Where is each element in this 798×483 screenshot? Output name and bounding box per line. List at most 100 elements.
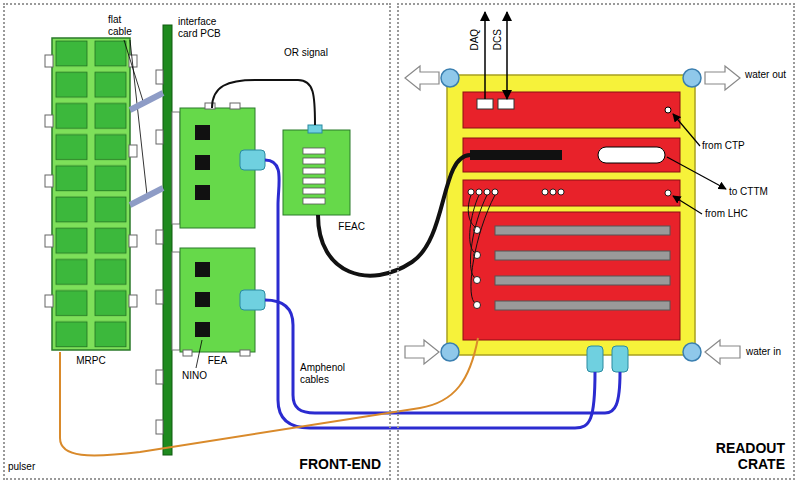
board-tag xyxy=(598,147,665,163)
dot xyxy=(476,189,482,195)
slot xyxy=(303,148,325,154)
jumper-wires xyxy=(468,195,495,302)
tab xyxy=(129,235,137,247)
slot xyxy=(495,251,670,260)
leader-line xyxy=(196,340,202,368)
slot xyxy=(303,168,325,174)
flat-cable xyxy=(130,188,163,205)
part-name: FEA xyxy=(208,355,227,367)
slot xyxy=(495,276,670,285)
board-dots xyxy=(468,189,671,196)
pointer-arrow xyxy=(673,114,700,146)
cable-label: Amphenol cables xyxy=(300,362,354,385)
dot xyxy=(492,189,498,195)
chip-label: NINO xyxy=(182,370,207,382)
wire xyxy=(471,195,495,302)
signal-label: from LHC xyxy=(705,208,748,220)
dot xyxy=(550,189,556,195)
tab xyxy=(156,290,163,304)
amphenol-cable xyxy=(265,300,620,413)
pointer-arrow xyxy=(673,196,702,214)
readout-board xyxy=(463,138,680,172)
signal-label: DAQ xyxy=(469,29,481,51)
amphenol-connector xyxy=(240,150,265,170)
board-dots xyxy=(474,227,481,309)
amphenol-connector xyxy=(587,346,603,372)
or-connector xyxy=(308,125,322,133)
dcs-arrow xyxy=(506,12,508,99)
tab xyxy=(156,230,163,244)
or-signal-cable xyxy=(212,80,315,125)
tab xyxy=(156,370,163,384)
tab xyxy=(45,55,53,67)
front-end-region: FRONT-ENDMRPCinterface card PCBFEAFEAC xyxy=(3,3,391,480)
water-arrows xyxy=(405,66,740,364)
mrpc-cells xyxy=(52,38,130,350)
nino-chip xyxy=(195,155,210,170)
dot xyxy=(558,189,564,195)
dot xyxy=(484,189,490,195)
dot xyxy=(665,190,671,196)
slot xyxy=(303,198,325,204)
amphenol-cable xyxy=(265,160,595,428)
leader-line xyxy=(130,40,147,195)
crate-body xyxy=(447,75,695,355)
tab xyxy=(45,115,53,127)
mrpc-panel xyxy=(52,38,130,350)
dot xyxy=(542,189,548,195)
daq-arrow xyxy=(484,12,486,99)
readout-board xyxy=(463,212,680,340)
edge-connector xyxy=(172,112,180,224)
fitting xyxy=(683,69,701,87)
wire xyxy=(470,195,479,252)
pad xyxy=(240,350,250,356)
wire xyxy=(468,195,475,227)
feac-slots xyxy=(303,148,325,204)
slot xyxy=(495,301,670,310)
pad xyxy=(205,103,215,109)
interface-bar xyxy=(163,25,172,455)
dot xyxy=(468,189,474,195)
tab xyxy=(156,70,163,84)
nino-chip xyxy=(195,292,210,307)
readout-crate-region: READOUT CRATE xyxy=(397,3,795,480)
feac-card: FEAC xyxy=(283,130,367,232)
signal-label: from CTP xyxy=(702,140,745,152)
slot xyxy=(303,178,325,184)
device-label: pulser xyxy=(8,461,35,473)
interface-card: interface card PCB xyxy=(163,16,235,458)
slot xyxy=(303,158,325,164)
readout-board xyxy=(463,180,680,206)
water-arrow xyxy=(705,66,740,90)
slot xyxy=(495,226,670,235)
link-tag xyxy=(477,99,493,109)
region-title: READOUT CRATE xyxy=(705,440,785,472)
pulser-cable xyxy=(60,338,478,455)
signal-label: to CTTM xyxy=(729,186,768,198)
flat-cable xyxy=(130,93,163,110)
nino-chip xyxy=(195,322,210,337)
nino-chip xyxy=(195,262,210,277)
signal-label: DCS xyxy=(491,29,503,50)
cable-socket xyxy=(470,150,562,160)
flow-label: water out xyxy=(745,69,786,81)
tab xyxy=(156,130,163,144)
slot xyxy=(303,188,325,194)
flow-label: water in xyxy=(746,346,781,358)
amphenol-connector xyxy=(612,346,628,372)
cooling-fittings xyxy=(441,69,701,361)
trm-slots xyxy=(495,226,670,310)
amphenol-connector xyxy=(240,290,265,310)
tab xyxy=(129,295,137,307)
part-name: FEAC xyxy=(338,221,365,233)
tab xyxy=(45,235,53,247)
fitting xyxy=(441,69,459,87)
tab xyxy=(129,145,137,157)
water-arrow xyxy=(405,66,439,90)
link-tag xyxy=(498,99,514,109)
fea-card: FEA xyxy=(180,248,255,368)
